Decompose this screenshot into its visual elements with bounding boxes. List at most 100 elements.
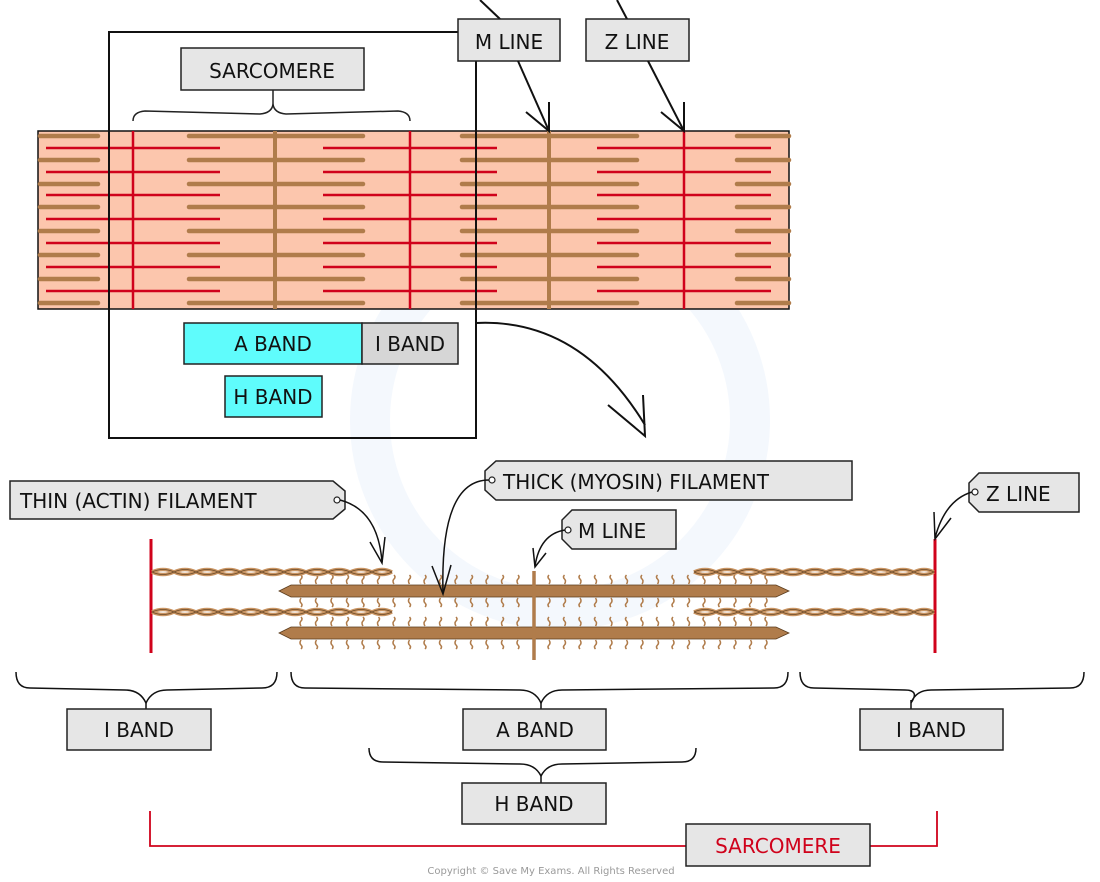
myosin-head [500,597,505,608]
thick-filament-pointer [442,479,490,594]
myosin-head [686,639,691,650]
myosin-head [764,574,768,585]
myosin-head [764,616,768,627]
i-band-left-text: I BAND [104,718,174,742]
myosin-head [423,574,427,585]
myosin-head [469,616,474,627]
copyright-text: Copyright © Save My Exams. All Rights Re… [427,866,674,877]
myosin-head [330,616,334,627]
myosin-head [407,574,412,585]
myosin-head [562,639,567,650]
myosin-head [299,639,303,650]
myosin-head [655,597,660,608]
sarcomere-bottom-text: SARCOMERE [715,834,841,858]
myosin-head [578,639,582,650]
myosin-head [764,597,768,608]
actin-outline [693,571,935,575]
myosin-head [686,597,691,608]
m-line-text: M LINE [475,30,543,54]
myosin-head [516,597,520,608]
z-line-label-top: Z LINE [585,0,690,62]
myosin-head [454,616,458,627]
myosin-head [376,597,381,608]
arrowhead-icon [933,511,952,542]
myosin-head [392,616,396,627]
myosin-head [454,574,458,585]
myosin-head [407,616,412,627]
myosin-head [454,639,458,650]
myosin-head [578,574,582,585]
myosin-head [314,597,319,608]
myosin-head [361,574,365,585]
h-band-swatch [224,375,323,418]
myosin-head [671,574,675,585]
myosin-head [764,639,768,650]
myosin-head [469,597,474,608]
myosin-head [733,574,737,585]
actin-outline [151,571,393,575]
h-band-label: H BAND [461,782,607,825]
i-band-brace-left [15,671,278,705]
myosin-heads [299,574,768,650]
myosin-head [578,616,582,627]
h-band-brace [368,747,697,778]
myosin-head [299,616,303,627]
myosin-head [423,597,427,608]
myosin-head [609,639,613,650]
myosin-head [655,639,660,650]
i-band-label-right: I BAND [859,708,1004,751]
myosin-head [345,597,350,608]
myosin-head [562,616,567,627]
thin-filaments [151,567,935,617]
myosin-head [485,574,489,585]
thin-filament-text: THIN (ACTIN) FILAMENT [19,489,257,513]
myosin-head [624,639,629,650]
m-line-tag-text: M LINE [578,519,646,543]
myosin-head [547,639,551,650]
arrowhead-icon [660,102,685,134]
myosin-head [748,639,753,650]
myosin-head [392,597,396,608]
arrowhead-icon [431,564,452,597]
a-band-label: A BAND [462,708,607,751]
thick-filament-tag: THICK (MYOSIN) FILAMENT [484,460,853,501]
m-line-arrow [517,60,550,132]
myosin-head [624,574,629,585]
myosin-head [640,639,644,650]
myosin-head [593,639,598,650]
myosin-head [376,616,381,627]
thick-filament-text: THICK (MYOSIN) FILAMENT [502,470,770,494]
myosin-head [299,597,303,608]
a-band-legend-text: A BAND [234,332,312,356]
myosin-head [469,639,474,650]
i-band-right-text: I BAND [896,718,966,742]
myosin-head [516,639,520,650]
myosin-head [717,597,722,608]
myosin-head [500,639,505,650]
myosin-head [330,597,334,608]
myosin-head [516,616,520,627]
zoom-frame [108,31,477,439]
myosin-head [407,639,412,650]
myosin-head [671,639,675,650]
myosin-head [345,616,350,627]
actin-outline [693,609,935,613]
myosin-head [314,574,319,585]
actin-outline [693,569,935,573]
myosin-head [438,574,443,585]
myosin-head [454,597,458,608]
myosin-head [392,574,396,585]
myosin-head [547,574,551,585]
myosin-head [640,616,644,627]
actin-outline [151,609,393,613]
myosin-head [562,597,567,608]
myosin-head [562,574,567,585]
myosin-head [407,597,412,608]
z-line-pointer [934,491,973,539]
myosin-head [485,597,489,608]
myosin-head [376,639,381,650]
myosin-head [423,639,427,650]
myosin-head [547,616,551,627]
myosin-head [748,574,753,585]
arrowhead-icon [532,547,547,569]
